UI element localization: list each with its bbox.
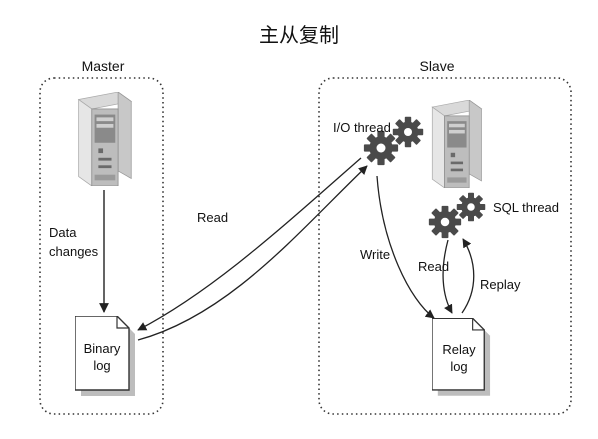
data-changes-label-line1: Data [49, 225, 77, 240]
slave-server-icon [431, 100, 482, 188]
write-arrow [376, 175, 435, 319]
sql-thread-label: SQL thread [493, 200, 559, 215]
read-right-label: Read [418, 259, 449, 274]
read-request-arrow [137, 165, 368, 341]
sql-thread-gear-icon-2 [456, 192, 486, 222]
read-response-arrow [137, 157, 362, 331]
diagram-title: 主从复制 [259, 23, 339, 47]
relay-log-label-line1: Relay [442, 342, 476, 357]
binary-log-label-line2: log [93, 358, 110, 373]
read-left-label: Read [197, 210, 228, 225]
master-container [39, 77, 164, 415]
slave-label: Slave [419, 58, 454, 74]
replay-label: Replay [480, 277, 521, 292]
io-thread-gear-icon-2 [392, 116, 424, 148]
sql-thread-gear-icon-1 [428, 205, 462, 239]
replay-arrow [461, 238, 475, 314]
relay-log-label-line2: log [450, 359, 467, 374]
data-changes-label-line2: changes [49, 244, 99, 259]
io-thread-label: I/O thread [333, 120, 391, 135]
binary-log-document-icon [75, 316, 136, 396]
binary-log-label-line1: Binary [84, 341, 121, 356]
io-thread-gear-icon-1 [363, 130, 399, 166]
master-label: Master [82, 58, 125, 74]
relay-log-document-icon [432, 318, 491, 396]
read-relay-arrow [442, 239, 453, 314]
write-label: Write [360, 247, 390, 262]
master-server-icon [78, 92, 132, 186]
